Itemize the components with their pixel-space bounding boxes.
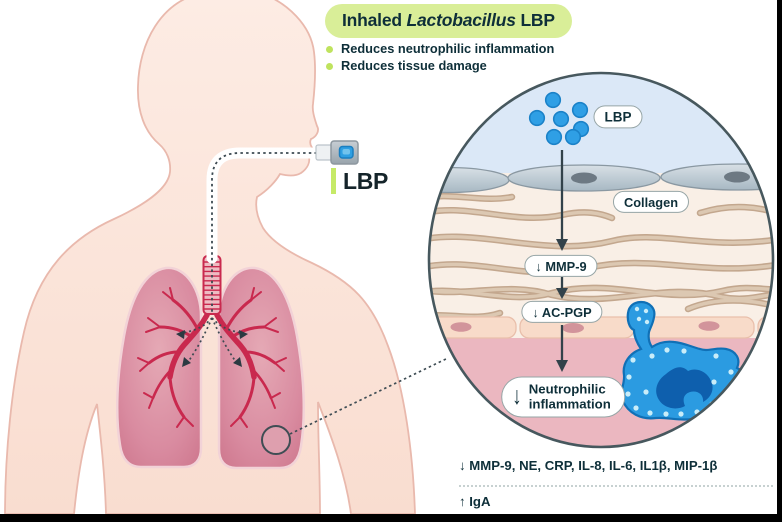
bullet-label: Reduces neutrophilic inflammation bbox=[341, 41, 555, 56]
lower-epithelium-layer bbox=[429, 316, 773, 339]
dotted-divider bbox=[459, 485, 773, 487]
bronchial-tree bbox=[137, 287, 287, 428]
banner-italic-term: Lactobacillus bbox=[406, 10, 516, 30]
bullet-dot-icon bbox=[326, 45, 333, 53]
process-arrows bbox=[556, 150, 568, 372]
green-bar-icon bbox=[331, 168, 336, 194]
epithelium-layer bbox=[429, 163, 773, 194]
lbp-bacteria-dots bbox=[528, 91, 590, 146]
banner-suffix: LBP bbox=[515, 10, 555, 30]
bullet-dot-icon bbox=[326, 62, 333, 70]
device-label-text: LBP bbox=[343, 168, 389, 194]
benefit-bullets: Reduces neutrophilic inflammation Reduce… bbox=[326, 41, 554, 75]
right-border-bar bbox=[777, 0, 782, 522]
neutro-line2: inflammation bbox=[528, 396, 611, 412]
magnifier-connector-line bbox=[289, 357, 449, 435]
bullet-item: Reduces tissue damage bbox=[326, 58, 554, 73]
inhalation-path bbox=[176, 147, 323, 367]
acpgp-decrease-pill: ↓ AC-PGP bbox=[521, 300, 603, 324]
banner-prefix: Inhaled bbox=[342, 10, 407, 30]
bottom-border-bar bbox=[0, 514, 782, 522]
lbp-pill: LBP bbox=[593, 105, 643, 129]
neutro-line1: Neutrophilic bbox=[528, 381, 606, 397]
neutrophilic-inflammation-pill: ↓ Neutrophilic inflammation bbox=[501, 376, 625, 418]
bullet-item: Reduces neutrophilic inflammation bbox=[326, 41, 554, 56]
down-arrow-icon: ↓ bbox=[512, 382, 522, 411]
bullet-label: Reduces tissue damage bbox=[341, 58, 487, 73]
increased-markers-line: ↑ IgA bbox=[459, 494, 491, 509]
mmp9-decrease-pill: ↓ MMP-9 bbox=[524, 254, 598, 278]
decreased-markers-line: ↓ MMP-9, NE, CRP, IL-8, IL-6, IL1β, MIP-… bbox=[459, 458, 718, 473]
inhaled-lbp-label: LBP bbox=[331, 168, 388, 194]
magnified-circle-border bbox=[427, 71, 775, 449]
inhaler-device-icon bbox=[315, 140, 359, 165]
title-banner: Inhaled Lactobacillus LBP bbox=[325, 4, 572, 38]
magnifier-source-circle bbox=[261, 425, 291, 455]
neutrophilic-pill-text: Neutrophilic inflammation bbox=[529, 381, 611, 411]
collagen-pill: Collagen bbox=[612, 190, 690, 214]
